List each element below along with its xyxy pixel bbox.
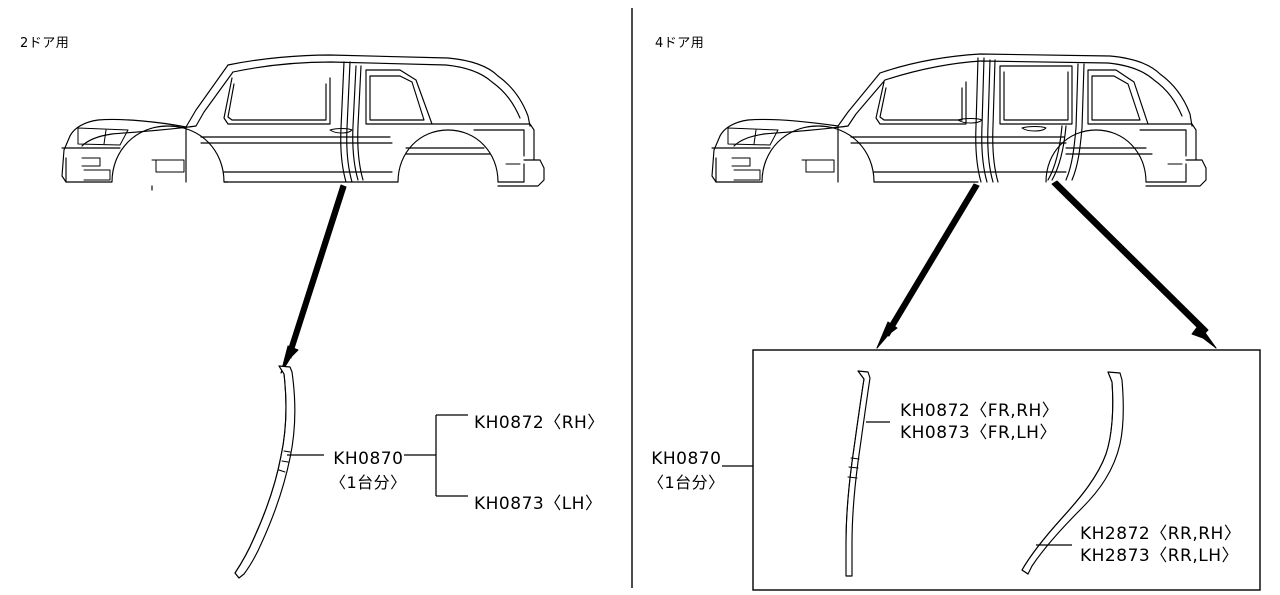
- vehicle-2door-coupe: [61, 54, 545, 191]
- detail-box: [752, 349, 1261, 591]
- panel-title-4door: 4ドア用: [655, 36, 705, 51]
- callout-leaders-2door: [287, 414, 468, 497]
- leader-arrow-4door-front: [876, 183, 980, 349]
- vehicle-4door-sedan: [711, 53, 1207, 187]
- callout-front-door: KH0872〈FR,RH〉 KH0873〈FR,LH〉: [900, 400, 1059, 445]
- part-seal-front-door: [845, 370, 871, 577]
- part-seal-2door: [234, 365, 296, 579]
- panel-title-2door: 2ドア用: [20, 36, 70, 51]
- callout-2door-main-number: KH0870: [333, 449, 404, 469]
- callout-rear-door-rh: KH2872〈RR,RH〉: [1080, 524, 1242, 544]
- callout-front-door-rh: KH0872〈FR,RH〉: [900, 401, 1060, 421]
- callout-2door-main-qualifier: 〈1台分〉: [330, 473, 407, 492]
- part-seal-rear-door: [1021, 371, 1124, 575]
- callout-4door-main-qualifier: 〈1台分〉: [648, 473, 725, 492]
- callout-front-door-lh: KH0873〈FR,LH〉: [900, 423, 1057, 444]
- callout-rear-door: KH2872〈RR,RH〉 KH2873〈RR,LH〉: [1080, 523, 1241, 568]
- callout-4door-main-number: KH0870: [651, 449, 722, 469]
- callout-2door-rh: KH0872〈RH〉: [474, 413, 605, 433]
- leader-arrow-4door-rear: [1051, 180, 1217, 349]
- callout-rear-door-lh: KH2873〈RR,LH〉: [1080, 546, 1239, 567]
- leader-arrow-2door: [280, 184, 347, 374]
- callout-4door-main: KH0870 〈1台分〉: [648, 449, 725, 493]
- callout-2door-main: KH0870 〈1台分〉: [330, 449, 407, 493]
- callout-2door-lh: KH0873〈LH〉: [474, 494, 603, 514]
